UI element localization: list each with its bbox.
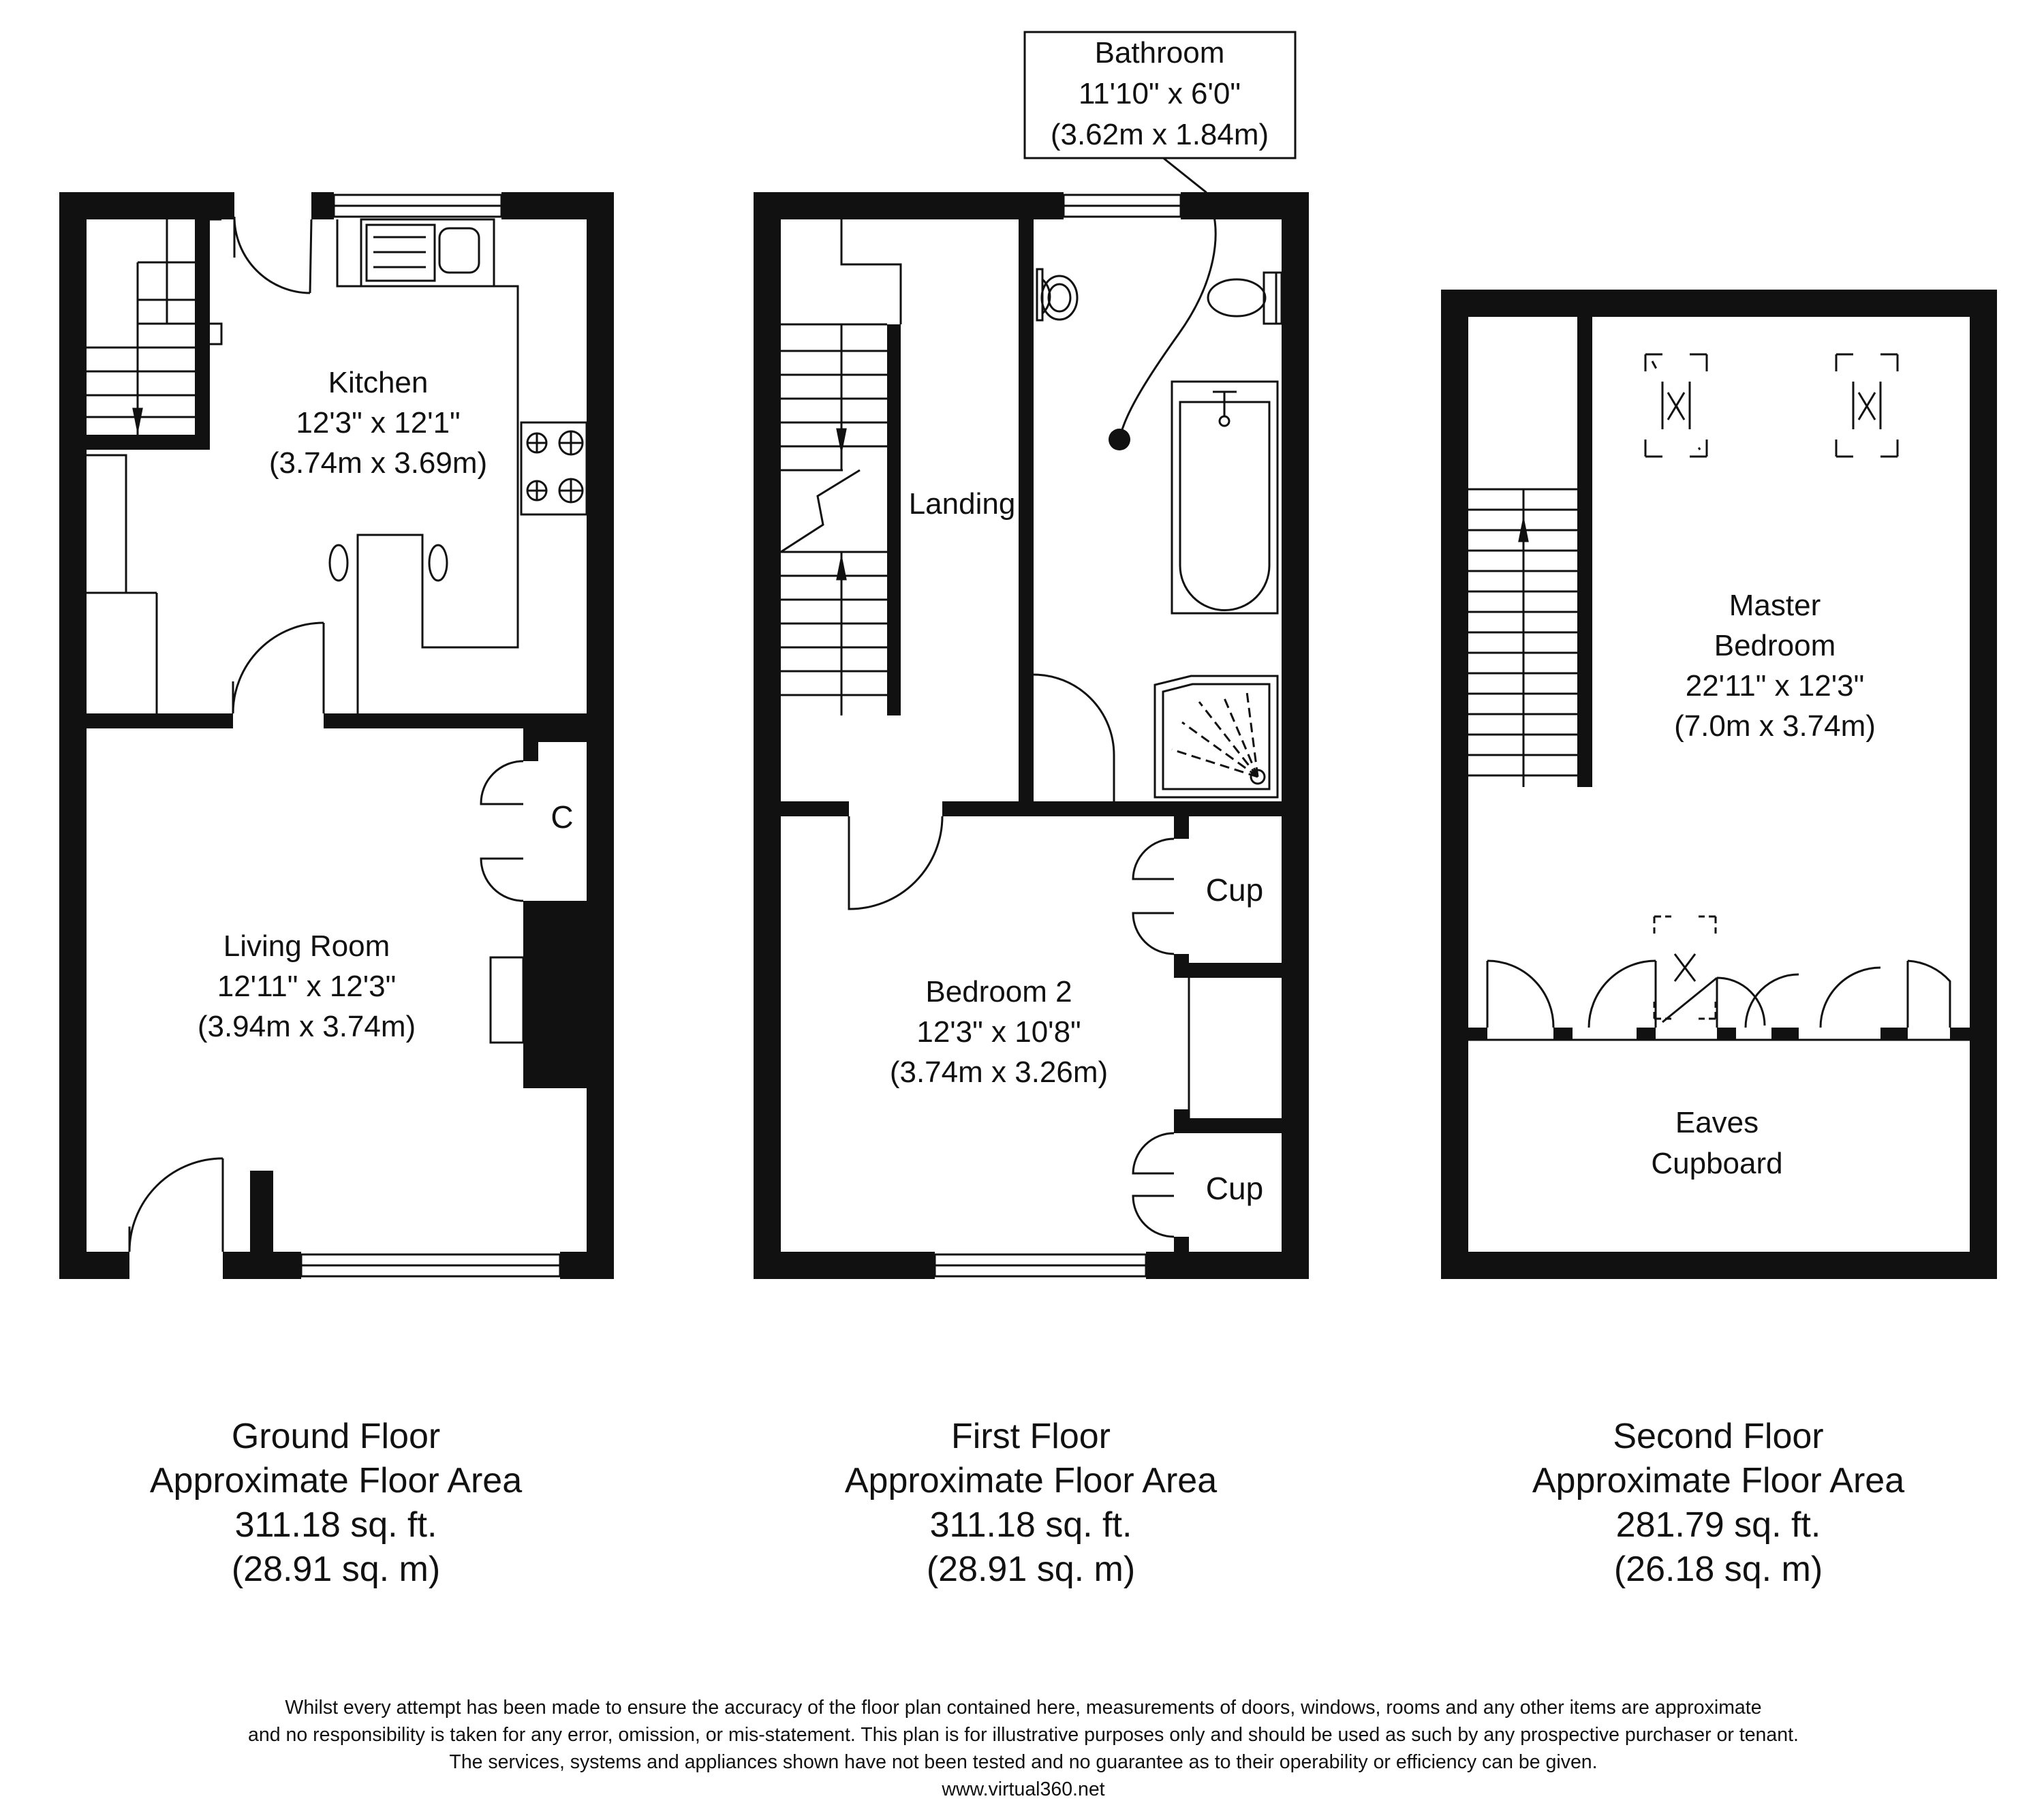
master-bedroom-dims-metric: (7.0m x 3.74m) xyxy=(1674,709,1876,743)
bathroom-label-box xyxy=(1023,31,1297,159)
first-floor-title: First Floor xyxy=(951,1417,1111,1456)
first-floor-area-label: Approximate Floor Area xyxy=(845,1461,1217,1500)
bedroom-2-dims-imperial: 12'3" x 10'8" xyxy=(916,1015,1081,1049)
master-bedroom-label: Master Bedroom 22'11" x 12'3" (7.0m x 3.… xyxy=(1674,589,1876,743)
kitchen-dims-imperial: 12'3" x 12'1" xyxy=(296,406,460,440)
disclaimer-line-2: and no responsibility is taken for any e… xyxy=(248,1724,1799,1746)
skylight-icon xyxy=(1835,353,1899,458)
master-bedroom-dims-imperial: 22'11" x 12'3" xyxy=(1686,669,1865,703)
cupboard-label-upper: Cup xyxy=(1206,872,1263,908)
ground-floor-area-sqm: (28.91 sq. m) xyxy=(232,1550,440,1589)
ground-floor-windows xyxy=(300,194,561,1278)
bedroom-2-label: Bedroom 2 12'3" x 10'8" (3.74m x 3.26m) xyxy=(890,975,1108,1089)
second-floor-plan: Master Bedroom 22'11" x 12'3" (7.0m x 3.… xyxy=(1441,290,1997,1279)
living-room-dims-metric: (3.94m x 3.74m) xyxy=(198,1010,416,1043)
second-floor-walls xyxy=(1441,290,1997,1279)
ground-floor-walls xyxy=(59,192,614,1279)
first-floor-summary: First Floor Approximate Floor Area 311.1… xyxy=(845,1417,1217,1589)
bathroom-dims-imperial: 11'10" x 6'0" xyxy=(1079,77,1241,110)
landing-name: Landing xyxy=(909,487,1016,521)
second-floor-area-sqm: (26.18 sq. m) xyxy=(1614,1550,1823,1589)
ground-floor-stairs xyxy=(87,218,223,435)
master-bedroom-name-line1: Master xyxy=(1729,589,1821,622)
skylight-icon xyxy=(1653,915,1717,1020)
bathroom-label: Bathroom 11'10" x 6'0" (3.62m x 1.84m) xyxy=(1051,36,1269,151)
skylight-icon xyxy=(1644,353,1708,458)
eaves-doors xyxy=(1486,959,1951,1028)
living-room-name: Living Room xyxy=(223,929,390,963)
bathroom-dims-metric: (3.62m x 1.84m) xyxy=(1051,118,1269,151)
bathroom-name: Bathroom xyxy=(1095,36,1225,70)
eaves-name-line2: Cupboard xyxy=(1651,1147,1782,1180)
ground-floor-area-label: Approximate Floor Area xyxy=(150,1461,522,1500)
second-floor-area-label: Approximate Floor Area xyxy=(1532,1461,1904,1500)
kitchen-name: Kitchen xyxy=(328,366,429,399)
master-bedroom-name-line2: Bedroom xyxy=(1714,629,1836,662)
website-link[interactable]: www.virtual360.net xyxy=(941,1778,1104,1800)
first-floor-windows xyxy=(933,194,1182,1278)
cupboard-label-lower: Cup xyxy=(1206,1171,1263,1206)
kitchen-dims-metric: (3.74m x 3.69m) xyxy=(269,446,487,480)
skylights xyxy=(1644,353,1899,1020)
living-room-label: Living Room 12'11" x 12'3" (3.94m x 3.74… xyxy=(198,929,416,1043)
eaves-cupboard-label: Eaves Cupboard xyxy=(1651,1106,1782,1180)
living-room-dims-imperial: 12'11" x 12'3" xyxy=(217,970,397,1003)
second-floor-title: Second Floor xyxy=(1613,1417,1823,1456)
ground-floor-doors xyxy=(128,216,524,1252)
first-floor-walls xyxy=(754,192,1309,1279)
bedroom-2-dims-metric: (3.74m x 3.26m) xyxy=(890,1056,1108,1089)
bedroom-2-name: Bedroom 2 xyxy=(925,975,1072,1008)
first-floor-area-sqm: (28.91 sq. m) xyxy=(927,1550,1135,1589)
cupboard-label-c: C xyxy=(551,799,573,835)
first-floor-stairs xyxy=(780,219,902,715)
second-floor-summary: Second Floor Approximate Floor Area 281.… xyxy=(1532,1417,1904,1589)
disclaimer-line-1: Whilst every attempt has been made to en… xyxy=(285,1697,1761,1719)
first-floor-plan: Bathroom 11'10" x 6'0" (3.62m x 1.84m) L… xyxy=(754,31,1309,1279)
ground-floor-title: Ground Floor xyxy=(232,1417,440,1456)
disclaimer: Whilst every attempt has been made to en… xyxy=(248,1697,1799,1800)
eaves-name-line1: Eaves xyxy=(1675,1106,1759,1139)
ground-floor-area-sqft: 311.18 sq. ft. xyxy=(235,1505,437,1545)
first-floor-doors xyxy=(848,673,1190,1238)
ground-floor-summary: Ground Floor Approximate Floor Area 311.… xyxy=(150,1417,522,1589)
disclaimer-line-3: The services, systems and appliances sho… xyxy=(449,1751,1597,1773)
ground-floor-plan: Kitchen 12'3" x 12'1" (3.74m x 3.69m) Li… xyxy=(59,192,614,1279)
ground-floor-fittings xyxy=(87,218,588,1044)
bathroom-fittings xyxy=(1036,155,1283,799)
second-floor-stairs xyxy=(1468,488,1577,787)
second-floor-area-sqft: 281.79 sq. ft. xyxy=(1616,1505,1821,1545)
first-floor-area-sqft: 311.18 sq. ft. xyxy=(930,1505,1132,1545)
kitchen-label: Kitchen 12'3" x 12'1" (3.74m x 3.69m) xyxy=(269,366,487,480)
light-fitting xyxy=(1109,429,1130,450)
